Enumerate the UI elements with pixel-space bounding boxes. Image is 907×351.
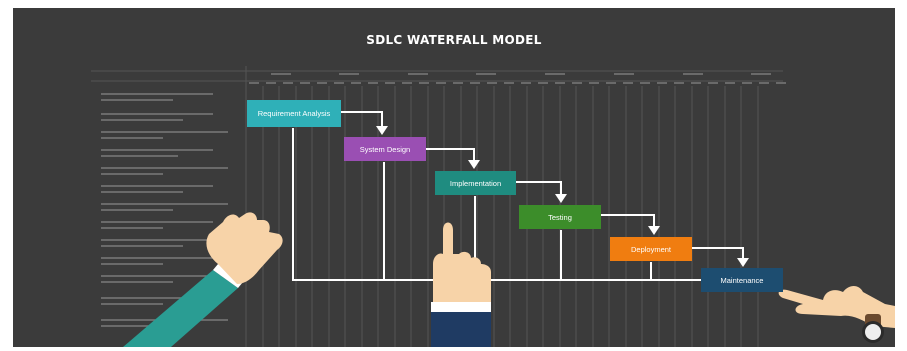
- phase-requirement-analysis: Requirement Analysis: [247, 100, 341, 127]
- phase-implementation: Implementation: [435, 171, 516, 195]
- waterfall-diagram: SDLC WATERFALL MODEL: [13, 8, 895, 347]
- left-hand-illustration: [123, 212, 283, 347]
- phase-system-design: System Design: [344, 137, 426, 161]
- task-list-placeholder-lines: [101, 93, 228, 327]
- center-hand-illustration: [431, 222, 491, 347]
- gantt-header-dashes: [249, 73, 786, 84]
- diagram-title: SDLC WATERFALL MODEL: [366, 33, 542, 47]
- phase-maintenance: Maintenance: [701, 268, 783, 292]
- diagram-artwork: [91, 66, 895, 347]
- step-arrows: [341, 111, 744, 260]
- arrow-heads: [376, 126, 749, 267]
- right-hand-illustration: [778, 286, 895, 343]
- phase-deployment: Deployment: [610, 237, 692, 261]
- phase-testing: Testing: [519, 205, 601, 229]
